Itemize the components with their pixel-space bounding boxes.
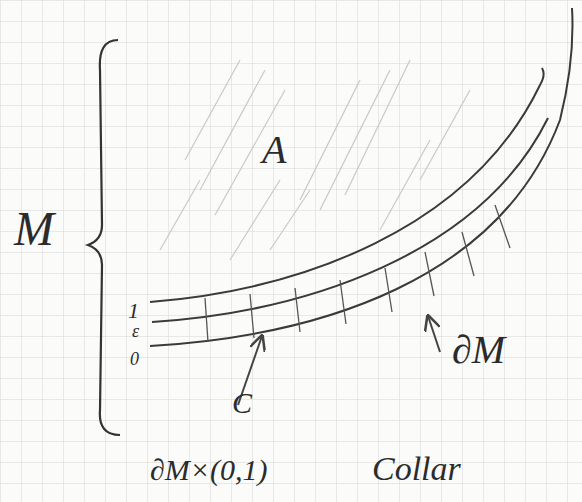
manifold-label: M <box>14 205 54 253</box>
pointer-arrow <box>428 316 440 352</box>
collar-coordinate: ε <box>132 322 139 340</box>
collar-coordinate: 1 <box>128 300 139 322</box>
hatching <box>160 60 470 260</box>
collar-label: C <box>232 388 252 418</box>
collar-ticks <box>205 205 510 342</box>
region-label: A <box>262 130 286 170</box>
collar-label: Collar <box>372 452 461 486</box>
product-label: ∂M×(0,1) <box>150 455 268 485</box>
collar-curves <box>150 8 573 346</box>
collar-coordinate: 0 <box>130 350 139 368</box>
brace <box>88 40 120 435</box>
boundary-label: ∂M <box>452 330 505 370</box>
